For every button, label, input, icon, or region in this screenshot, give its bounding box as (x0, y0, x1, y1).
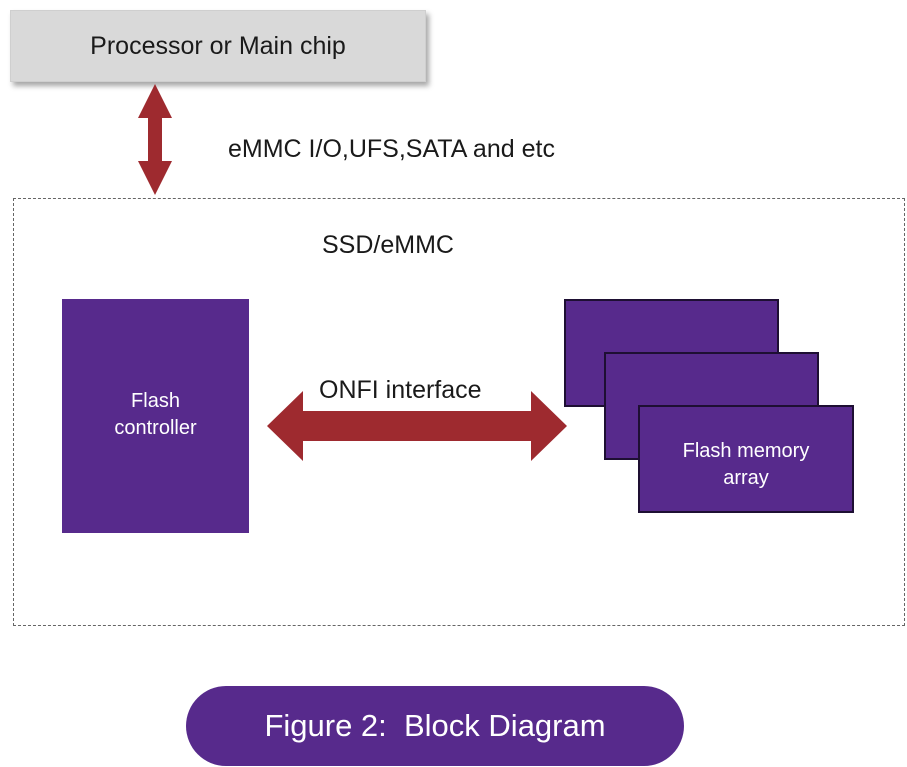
flash-controller-label-line1: Flash (131, 390, 180, 412)
ssd-emmc-container (13, 198, 905, 626)
onfi-interface-label: ONFI interface (319, 376, 482, 404)
bus-interface-label: eMMC I/O,UFS,SATA and etc (228, 135, 555, 163)
processor-block: Processor or Main chip (10, 10, 426, 82)
vertical-bus-arrow (138, 84, 172, 195)
flash-memory-label-line2: array (723, 467, 769, 489)
figure-caption: Figure 2: Block Diagram (186, 686, 684, 766)
flash-memory-label: Flash memory array (640, 438, 852, 492)
flash-memory-array-block: Flash memory array (638, 405, 854, 513)
flash-memory-label-line1: Flash memory (682, 440, 810, 462)
flash-controller-block: Flash controller (62, 299, 249, 533)
processor-label: Processor or Main chip (90, 31, 346, 60)
ssd-emmc-label: SSD/eMMC (322, 231, 454, 259)
figure-caption-text: Figure 2: Block Diagram (264, 708, 606, 743)
flash-controller-label-line2: controller (114, 417, 197, 439)
